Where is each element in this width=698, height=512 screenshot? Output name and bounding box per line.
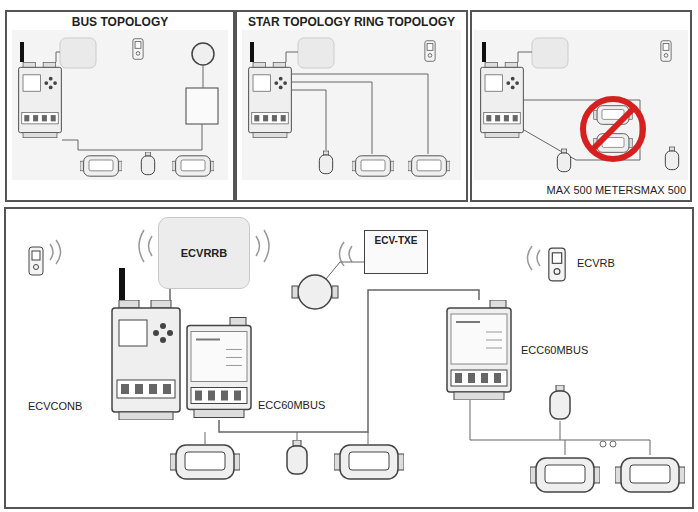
topology-panel: STAR TOPOLOGY RING TOPOLOGY	[235, 10, 468, 202]
antenna	[119, 268, 125, 300]
repeater-box: ECVRRB	[158, 217, 250, 289]
pulse-meter-icon	[192, 43, 214, 65]
meter-icon	[557, 149, 570, 172]
transmitter-icon	[186, 88, 218, 124]
meter-icon	[319, 151, 332, 174]
bus-wire	[169, 289, 171, 300]
panel-ground	[242, 30, 461, 180]
junction	[600, 441, 606, 447]
device-label: BUS TOPOLOGY	[7, 16, 233, 30]
antenna	[20, 42, 24, 62]
meter	[530, 458, 600, 492]
meter-icon	[141, 152, 154, 175]
meter-icon	[172, 156, 214, 176]
flange	[292, 286, 298, 298]
device-label: ECC60MBUS	[258, 399, 325, 412]
topology-panel: BUS TOPOLOGY	[5, 10, 235, 202]
topology-panel: MAX 500 METERSMAX 500	[470, 10, 692, 202]
meter-icon	[352, 156, 394, 176]
sensor-icon	[29, 247, 43, 275]
device-label: MAX 500 METERSMAX 500	[547, 184, 686, 197]
sensor-device: ECVRB	[547, 247, 567, 282]
meter-icon	[80, 156, 122, 176]
mbus-module	[187, 318, 251, 418]
junction	[610, 441, 616, 447]
bus-wire	[62, 124, 202, 150]
star-wire	[292, 90, 326, 150]
device-label: ECVCONB	[28, 400, 82, 413]
mbus-module: ECC60MBUS	[445, 300, 513, 400]
gateway-icon	[249, 62, 292, 137]
star-wire	[292, 82, 372, 154]
radio-waves	[528, 246, 541, 270]
wire	[203, 65, 204, 88]
meter-icon	[665, 147, 678, 170]
wire	[286, 52, 298, 62]
meter	[550, 385, 570, 419]
meter	[287, 440, 307, 474]
prohibited-sign	[583, 99, 643, 159]
sensor-icon	[133, 39, 143, 60]
radio-waves	[50, 240, 61, 264]
pulse-wire	[326, 262, 368, 279]
meter	[170, 445, 240, 479]
star-wire	[292, 74, 428, 154]
meter-icon	[408, 156, 450, 176]
bus-drop	[368, 432, 369, 444]
bus-drop	[560, 421, 561, 440]
device-label: ECV-TXE	[365, 235, 427, 247]
antenna	[482, 42, 486, 62]
bus-drop	[650, 440, 651, 455]
panel-ground	[12, 30, 228, 180]
panel-ground	[474, 30, 688, 180]
bus-drop	[205, 432, 206, 444]
transmitter-box: ECV-TXE	[364, 230, 428, 274]
sensor-icon	[425, 41, 435, 62]
bus-drop	[565, 440, 566, 455]
wire	[56, 52, 60, 62]
system-panel	[5, 208, 693, 508]
repeater-icon	[60, 38, 96, 68]
gateway-device: ECVCONB	[110, 300, 182, 420]
device-label: STAR TOPOLOGY RING TOPOLOGY	[237, 16, 466, 30]
sensor-icon	[661, 41, 671, 62]
gateway-device	[112, 300, 180, 420]
pulse-meter	[298, 275, 332, 309]
device-label: ECVRB	[577, 257, 615, 270]
wire	[518, 52, 532, 62]
antenna	[250, 42, 254, 62]
device-label: ECVRRB	[181, 247, 227, 260]
flange	[332, 286, 338, 298]
bus-wire	[219, 290, 479, 432]
gateway-icon	[481, 62, 524, 137]
repeater-icon	[532, 38, 568, 68]
prohibited-slash	[592, 108, 634, 150]
meter	[334, 445, 404, 479]
device-label: ECC60MBUS	[521, 344, 588, 357]
mbus-module: ECC60MBUS	[186, 315, 252, 420]
meter	[615, 458, 685, 492]
repeater-icon	[298, 38, 334, 68]
gateway-icon	[19, 62, 62, 137]
mbus-module	[447, 300, 511, 400]
sensor-icon	[549, 248, 565, 281]
